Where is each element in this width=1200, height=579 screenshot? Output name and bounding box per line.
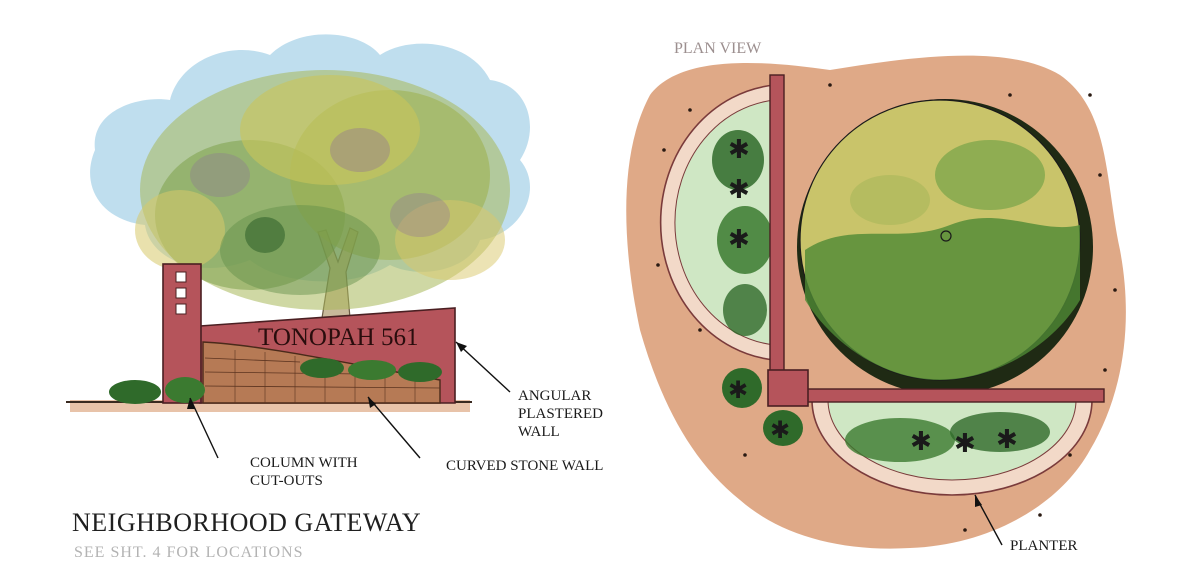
callout-column: COLUMN WITH CUT-OUTS — [250, 455, 361, 489]
elevation-arrowheads — [187, 342, 467, 409]
callout-column-line-2: CUT-OUTS — [250, 473, 323, 489]
elevation-view: TONOPAH 561 ANGULAR PLASTERED WALL COLUM… — [66, 34, 607, 489]
arrowhead-stone-wall — [368, 397, 376, 408]
leader-stone-wall — [367, 396, 421, 459]
tree-canopy — [135, 70, 510, 310]
star-plant-icon: ✱ — [728, 225, 750, 255]
plan-walls — [767, 74, 1105, 407]
star-plant-icon: ✱ — [996, 425, 1018, 455]
callout-angular-wall-line-2: PLASTERED — [518, 406, 603, 422]
plan-view-heading: PLAN VIEW — [674, 40, 762, 57]
drawing-subtitle: SEE SHT. 4 FOR LOCATIONS — [74, 544, 304, 561]
callout-angular-wall-line-1: ANGULAR — [518, 388, 591, 404]
leader-column — [189, 397, 219, 459]
callout-stone-wall: CURVED STONE WALL — [446, 458, 603, 474]
star-plant-icon: ✱ — [770, 416, 790, 444]
star-plant-icon: ✱ — [728, 135, 750, 165]
leader-angular-wall — [455, 341, 511, 393]
plan-wall-horizontal — [805, 388, 1105, 403]
planter-upper: ✱ ✱ ✱ — [659, 84, 776, 361]
tree-trunk-marker — [940, 230, 952, 242]
star-plant-icon: ✱ — [910, 427, 932, 457]
elevation-shrubs — [109, 358, 442, 404]
sign-text: TONOPAH 561 — [258, 324, 418, 351]
plan-shrubs: ✱ ✱ — [722, 368, 803, 446]
arrowhead-column — [187, 398, 195, 409]
elevation-leaders — [189, 341, 511, 459]
callout-planter: PLANTER — [1010, 538, 1078, 554]
star-plant-icon: ✱ — [728, 376, 748, 404]
callout-angular-wall: ANGULAR PLASTERED WALL — [518, 388, 607, 440]
plan-wall-vertical — [769, 74, 785, 378]
arrowhead-angular-wall — [456, 342, 467, 352]
plan-view: PLAN VIEW — [626, 40, 1126, 554]
drawing-title: NEIGHBORHOOD GATEWAY — [72, 508, 421, 537]
plan-tree-canopy — [797, 99, 1093, 395]
star-plant-icon: ✱ — [728, 175, 750, 205]
plan-column — [767, 369, 809, 407]
arrowhead-planter — [975, 495, 982, 507]
star-plant-icon: ✱ — [954, 429, 976, 459]
callout-angular-wall-line-3: WALL — [518, 424, 560, 440]
callout-column-line-1: COLUMN WITH — [250, 455, 358, 471]
planter-lower: ✱ ✱ ✱ — [811, 399, 1093, 496]
